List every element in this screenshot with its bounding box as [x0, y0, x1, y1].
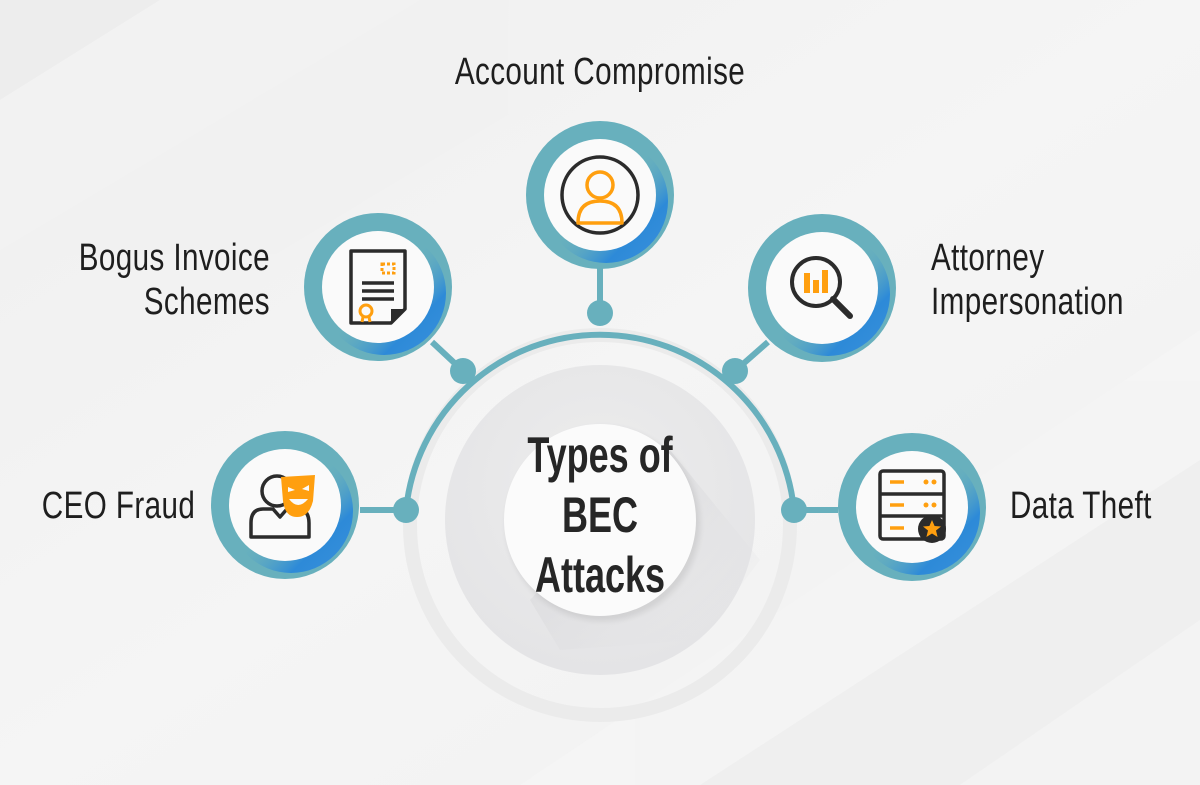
center-title: Types of BEC Attacks [514, 425, 687, 605]
invoice-document-icon [349, 249, 407, 325]
label-account-compromise: Account Compromise [444, 50, 756, 94]
magnifier-chart-icon [790, 256, 853, 319]
label-line: Schemes [143, 281, 270, 323]
label-bogus-invoice: Bogus Invoice Schemes [59, 236, 270, 324]
node-data-theft [838, 433, 986, 581]
label-line: Attorney [931, 237, 1045, 279]
label-line: Impersonation [931, 281, 1124, 323]
masked-person-icon [249, 474, 315, 539]
center-title-line: Types of [527, 427, 673, 483]
node-ceo-fraud [211, 431, 359, 579]
junction-dots [393, 300, 807, 523]
node-account-compromise [526, 121, 674, 269]
center-circle [504, 424, 696, 616]
label-data-theft: Data Theft [1010, 484, 1158, 528]
connector-arc [403, 331, 797, 511]
server-star-icon [878, 469, 946, 543]
label-attorney-impersonation: Attorney Impersonation [931, 236, 1142, 324]
node-attorney-impersonation [748, 214, 896, 362]
user-profile-icon [560, 155, 640, 235]
node-bogus-invoice [304, 213, 452, 361]
center-title-line: Attacks [534, 547, 666, 603]
label-line: CEO Fraud [41, 485, 196, 527]
label-line: Account Compromise [454, 51, 746, 93]
label-line: Data Theft [1010, 485, 1152, 527]
center-title-line: BEC [561, 487, 639, 543]
label-ceo-fraud: CEO Fraud [41, 484, 196, 528]
label-line: Bogus Invoice [78, 237, 270, 279]
